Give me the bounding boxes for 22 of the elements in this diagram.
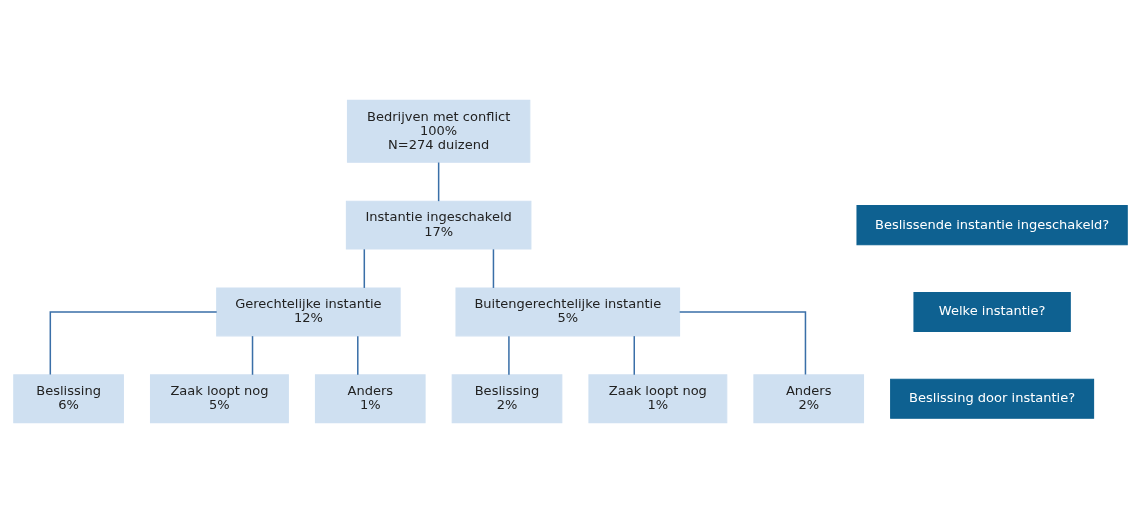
connector <box>508 335 510 376</box>
node-box: Zaak loopt nog 1% <box>588 374 728 424</box>
connector <box>492 248 495 289</box>
connector <box>678 311 807 376</box>
connector <box>49 311 218 376</box>
node-box: Anders 2% <box>753 374 865 424</box>
node-box: Beslissing 6% <box>13 374 124 424</box>
connector <box>251 335 254 376</box>
node-box: Gerechtelijke instantie 12% <box>216 287 401 337</box>
connector <box>633 335 635 376</box>
node-box: Welke instantie? <box>913 291 1071 333</box>
node-box: Beslissing 2% <box>451 374 563 424</box>
node-box: Bedrijven met conflict 100% N=274 duizend <box>346 99 531 163</box>
node-box: Zaak loopt nog 5% <box>149 374 289 424</box>
node-box: Buitengerechtelijke instantie 5% <box>455 287 681 337</box>
node-box: Anders 1% <box>314 374 426 424</box>
node-box: Beslissende instantie ingeschakeld? <box>856 205 1128 246</box>
connector <box>357 335 359 376</box>
node-box: Instantie ingeschakeld 17% <box>345 200 532 250</box>
connector <box>363 248 366 289</box>
node-box: Beslissing door instantie? <box>890 378 1095 419</box>
connector <box>437 161 440 202</box>
